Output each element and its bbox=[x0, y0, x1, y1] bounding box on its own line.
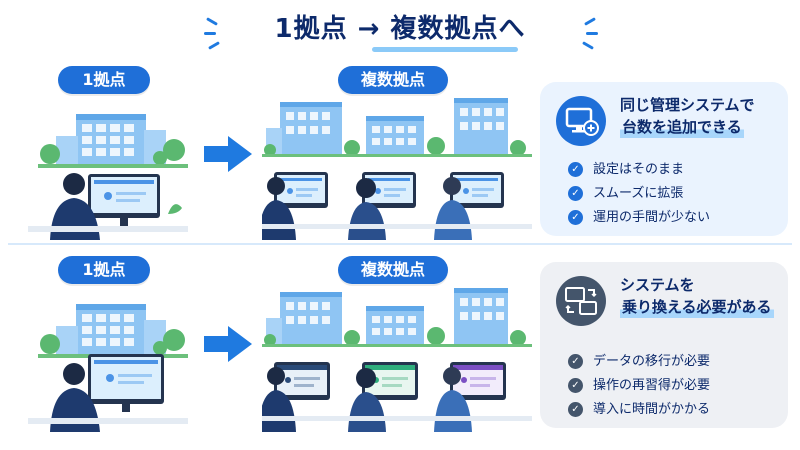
bottom-arrow-icon bbox=[204, 326, 252, 362]
check-icon: ✓ bbox=[568, 354, 583, 369]
point-text: 設定はそのまま bbox=[593, 162, 685, 177]
bottom-card-point-1: ✓ データの移行が必要 bbox=[568, 350, 710, 369]
top-right-label: 複数拠点 bbox=[338, 66, 448, 94]
top-multi-office-illustration bbox=[262, 98, 532, 240]
building-icon bbox=[366, 306, 424, 346]
top-arrow-icon bbox=[204, 136, 252, 172]
worker-at-computer-icon bbox=[348, 172, 416, 240]
building-icon bbox=[56, 304, 166, 356]
top-benefit-card: 同じ管理システムで 台数を追加できる ✓ 設定はそのまま ✓ スムーズに拡張 ✓ 運用… bbox=[540, 82, 788, 236]
bottom-left-label: 1拠点 bbox=[58, 256, 150, 284]
building-icon bbox=[454, 98, 508, 156]
building-icon bbox=[56, 114, 166, 166]
bottom-card-title-line1: システムを bbox=[620, 276, 695, 294]
worker-at-computer-icon bbox=[262, 172, 328, 240]
bottom-multi-office-illustration bbox=[262, 288, 532, 432]
check-icon: ✓ bbox=[568, 162, 583, 177]
bottom-card-title-line2: 乗り換える必要がある bbox=[620, 296, 774, 318]
tree-icon bbox=[40, 329, 185, 355]
tree-icon bbox=[40, 139, 185, 165]
building-icon bbox=[454, 288, 508, 346]
top-card-title: 同じ管理システムで 台数を追加できる bbox=[620, 94, 755, 138]
worker-at-computer-icon bbox=[262, 362, 330, 432]
top-left-label: 1拠点 bbox=[58, 66, 150, 94]
check-icon: ✓ bbox=[568, 186, 583, 201]
bottom-right-label: 複数拠点 bbox=[338, 256, 448, 284]
point-text: 運用の手間が少ない bbox=[593, 210, 711, 225]
top-card-point-3: ✓ 運用の手間が少ない bbox=[568, 206, 710, 225]
main-title: 1拠点 → 複数拠点へ bbox=[0, 8, 800, 45]
monitor-plus-icon bbox=[556, 96, 606, 146]
row-divider bbox=[8, 243, 792, 245]
top-card-point-1: ✓ 設定はそのまま bbox=[568, 158, 684, 177]
point-text: データの移行が必要 bbox=[593, 354, 711, 369]
worker-at-computer-icon bbox=[434, 362, 506, 432]
bottom-card-point-2: ✓ 操作の再習得が必要 bbox=[568, 374, 710, 393]
worker-at-computer-icon bbox=[28, 173, 188, 240]
worker-at-computer-icon bbox=[434, 172, 504, 240]
building-icon bbox=[266, 292, 342, 346]
top-card-title-line2: 台数を追加できる bbox=[620, 116, 744, 138]
bottom-single-office-illustration bbox=[28, 304, 188, 432]
point-text: 導入に時間がかかる bbox=[593, 402, 711, 417]
check-icon: ✓ bbox=[568, 210, 583, 225]
top-card-title-line1: 同じ管理システムで bbox=[620, 96, 755, 114]
check-icon: ✓ bbox=[568, 402, 583, 417]
worker-at-computer-icon bbox=[348, 362, 418, 432]
worker-at-computer-icon bbox=[28, 354, 188, 432]
bottom-card-point-3: ✓ 導入に時間がかかる bbox=[568, 398, 710, 417]
point-text: スムーズに拡張 bbox=[593, 186, 684, 201]
check-icon: ✓ bbox=[568, 378, 583, 393]
title-underline bbox=[372, 47, 518, 52]
building-icon bbox=[366, 116, 424, 156]
spark-left-2 bbox=[204, 32, 216, 35]
title-text: 1拠点 → 複数拠点へ bbox=[274, 14, 526, 44]
spark-right-2 bbox=[586, 32, 598, 35]
swap-devices-icon bbox=[556, 276, 606, 326]
top-card-point-2: ✓ スムーズに拡張 bbox=[568, 182, 683, 201]
building-icon bbox=[266, 102, 342, 156]
top-single-office-illustration bbox=[28, 114, 188, 240]
bottom-drawback-card: システムを 乗り換える必要がある ✓ データの移行が必要 ✓ 操作の再習得が必要 ✓… bbox=[540, 262, 788, 428]
point-text: 操作の再習得が必要 bbox=[593, 378, 711, 393]
bottom-card-title: システムを 乗り換える必要がある bbox=[620, 274, 774, 318]
